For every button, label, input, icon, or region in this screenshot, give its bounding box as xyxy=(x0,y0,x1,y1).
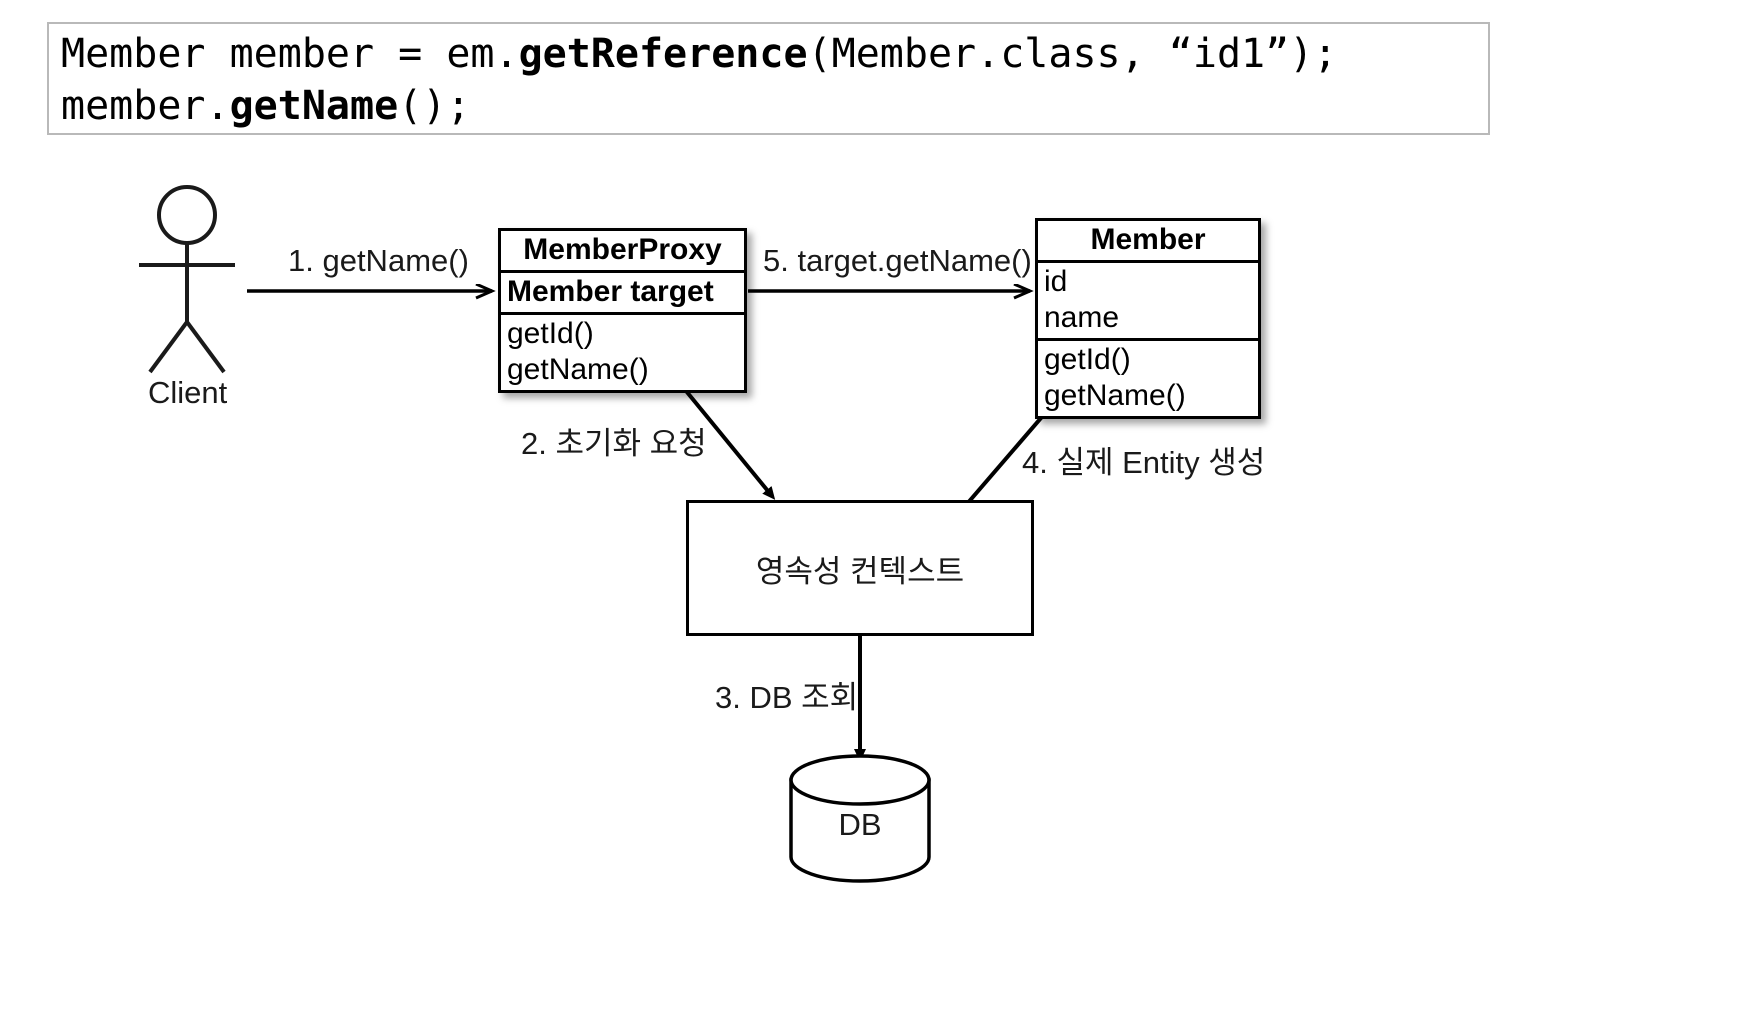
flow-label-2: 2. 초기화 요청 xyxy=(521,418,707,463)
client-actor-label: Client xyxy=(148,375,227,411)
class-box-member: Member id name getId() getName() xyxy=(1035,218,1261,419)
member-attribute-0: id xyxy=(1044,265,1068,298)
persistence-context-box: 영속성 컨텍스트 xyxy=(686,500,1034,636)
code-line-1-part-a: Member member = em. xyxy=(61,31,519,77)
member-attributes: id name xyxy=(1038,263,1258,341)
member-operation-1: getName() xyxy=(1044,379,1186,412)
member-title: Member xyxy=(1038,221,1258,263)
actor-leg-right xyxy=(185,320,226,374)
client-actor-icon xyxy=(139,185,235,374)
flow-label-1-text: 1. getName() xyxy=(288,243,469,278)
member-proxy-title: MemberProxy xyxy=(501,231,744,273)
database-label-text: DB xyxy=(838,807,882,842)
code-snippet-box: Member member = em.getReference(Member.c… xyxy=(47,22,1490,135)
flow-label-4-text: 4. 실제 Entity 생성 xyxy=(1022,445,1266,480)
class-box-member-proxy: MemberProxy Member target getId() getNam… xyxy=(498,228,747,393)
flow-label-3: 3. DB 조회 xyxy=(715,672,858,717)
code-line-2-part-b: (); xyxy=(398,83,471,129)
code-line-1-bold: getReference xyxy=(518,31,808,77)
member-proxy-operation-1: getName() xyxy=(507,353,649,386)
persistence-context-label: 영속성 컨텍스트 xyxy=(755,553,965,589)
code-line-2-bold: getName xyxy=(229,83,399,129)
client-actor-label-text: Client xyxy=(148,375,228,410)
flow-label-3-text: 3. DB 조회 xyxy=(715,680,859,715)
actor-head xyxy=(157,185,217,245)
flow-label-4: 4. 실제 Entity 생성 xyxy=(1022,437,1265,482)
flow-label-2-text: 2. 초기화 요청 xyxy=(521,426,707,461)
flow-label-5-text: 5. target.getName() xyxy=(763,243,1032,278)
member-operations: getId() getName() xyxy=(1038,341,1258,416)
code-line-2: member.getName(); xyxy=(61,80,1478,132)
member-proxy-operations: getId() getName() xyxy=(501,315,744,390)
member-proxy-operation-0: getId() xyxy=(507,317,594,350)
code-line-1: Member member = em.getReference(Member.c… xyxy=(61,28,1478,80)
member-operation-0: getId() xyxy=(1044,343,1131,376)
member-attribute-1: name xyxy=(1044,301,1120,334)
flow-label-1: 1. getName() xyxy=(288,243,469,279)
code-line-1-part-b: (Member.class, “id1”); xyxy=(807,31,1338,77)
actor-leg-left xyxy=(148,320,189,374)
database-cylinder-icon xyxy=(789,754,931,883)
member-proxy-attribute: Member target xyxy=(501,273,744,315)
flow-label-5: 5. target.getName() xyxy=(763,243,1032,279)
database-label: DB xyxy=(791,807,929,843)
code-line-2-part-a: member. xyxy=(61,83,230,129)
